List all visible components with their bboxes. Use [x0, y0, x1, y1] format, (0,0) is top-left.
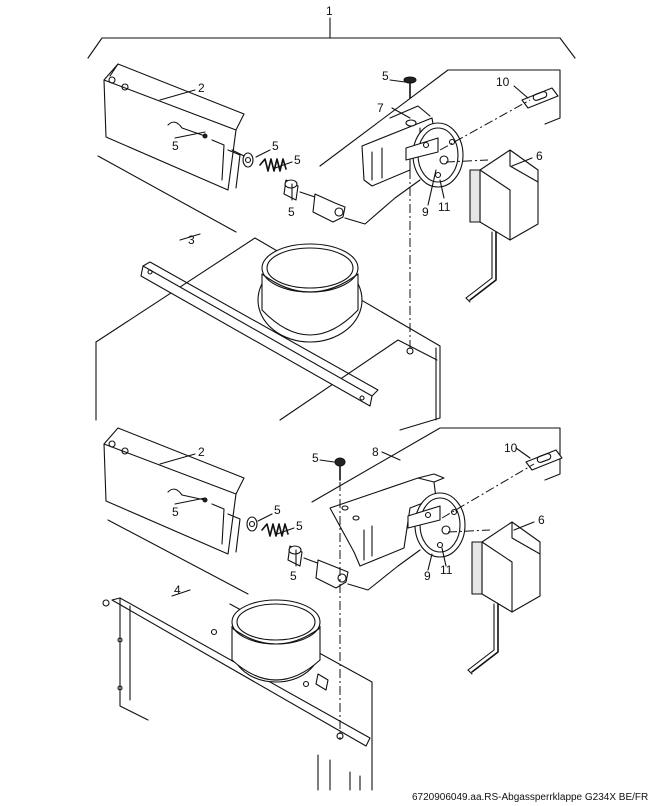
label-flap: 2: [198, 81, 205, 95]
label-assembly: 1: [326, 4, 333, 18]
label-base-top: 3: [188, 233, 195, 247]
bracket-part: [311, 427, 561, 567]
label-screw: 5: [296, 519, 303, 533]
base-plate-part: [102, 519, 373, 791]
disc-part: [405, 122, 464, 188]
flap-part: [103, 427, 245, 555]
label-screw: 5: [172, 505, 179, 519]
cover-part: [521, 87, 559, 109]
label-cover: 10: [504, 441, 518, 455]
label-screw: 5: [288, 205, 295, 219]
spring-linkage: [231, 149, 421, 225]
label-pin: 11: [440, 563, 453, 577]
label-screw: 5: [290, 569, 297, 583]
label-screw: 5: [382, 69, 389, 83]
screw-part: [403, 76, 417, 99]
label-cover: 10: [496, 75, 510, 89]
label-bracket-top: 7: [377, 101, 384, 115]
motor-part: [465, 149, 539, 303]
label-motor: 6: [538, 513, 545, 527]
leader-lines: [159, 79, 535, 597]
bracket-part: [319, 69, 561, 187]
label-bracket-bottom: 8: [372, 445, 379, 459]
upper-assembly: [95, 63, 561, 431]
flap-part: [103, 63, 245, 191]
label-screw: 5: [312, 451, 319, 465]
label-base-bottom: 4: [174, 583, 181, 597]
label-flap: 2: [198, 445, 205, 459]
screw-part: [334, 457, 346, 481]
lower-assembly: [102, 427, 563, 791]
label-disc: 9: [422, 205, 429, 219]
motor-part: [467, 521, 541, 675]
figure-caption: 6720906049.aa.RS-Abgassperrklappe G234X …: [412, 792, 648, 803]
label-pin: 11: [438, 200, 451, 214]
base-plate-part: [95, 155, 441, 431]
cover-part: [525, 449, 563, 471]
label-screw: 5: [172, 139, 179, 153]
label-screw: 5: [274, 503, 281, 517]
disc-part: [407, 492, 466, 558]
label-screw: 5: [272, 139, 279, 153]
label-disc: 9: [424, 569, 431, 583]
label-motor: 6: [536, 149, 543, 163]
part-labels: 1 2 5 5 5 5 3 5 7 10 6 9 11 2 5 5 5 5 4 …: [172, 4, 648, 803]
label-screw: 5: [294, 153, 301, 167]
assembly-bracket-line: [87, 17, 576, 59]
